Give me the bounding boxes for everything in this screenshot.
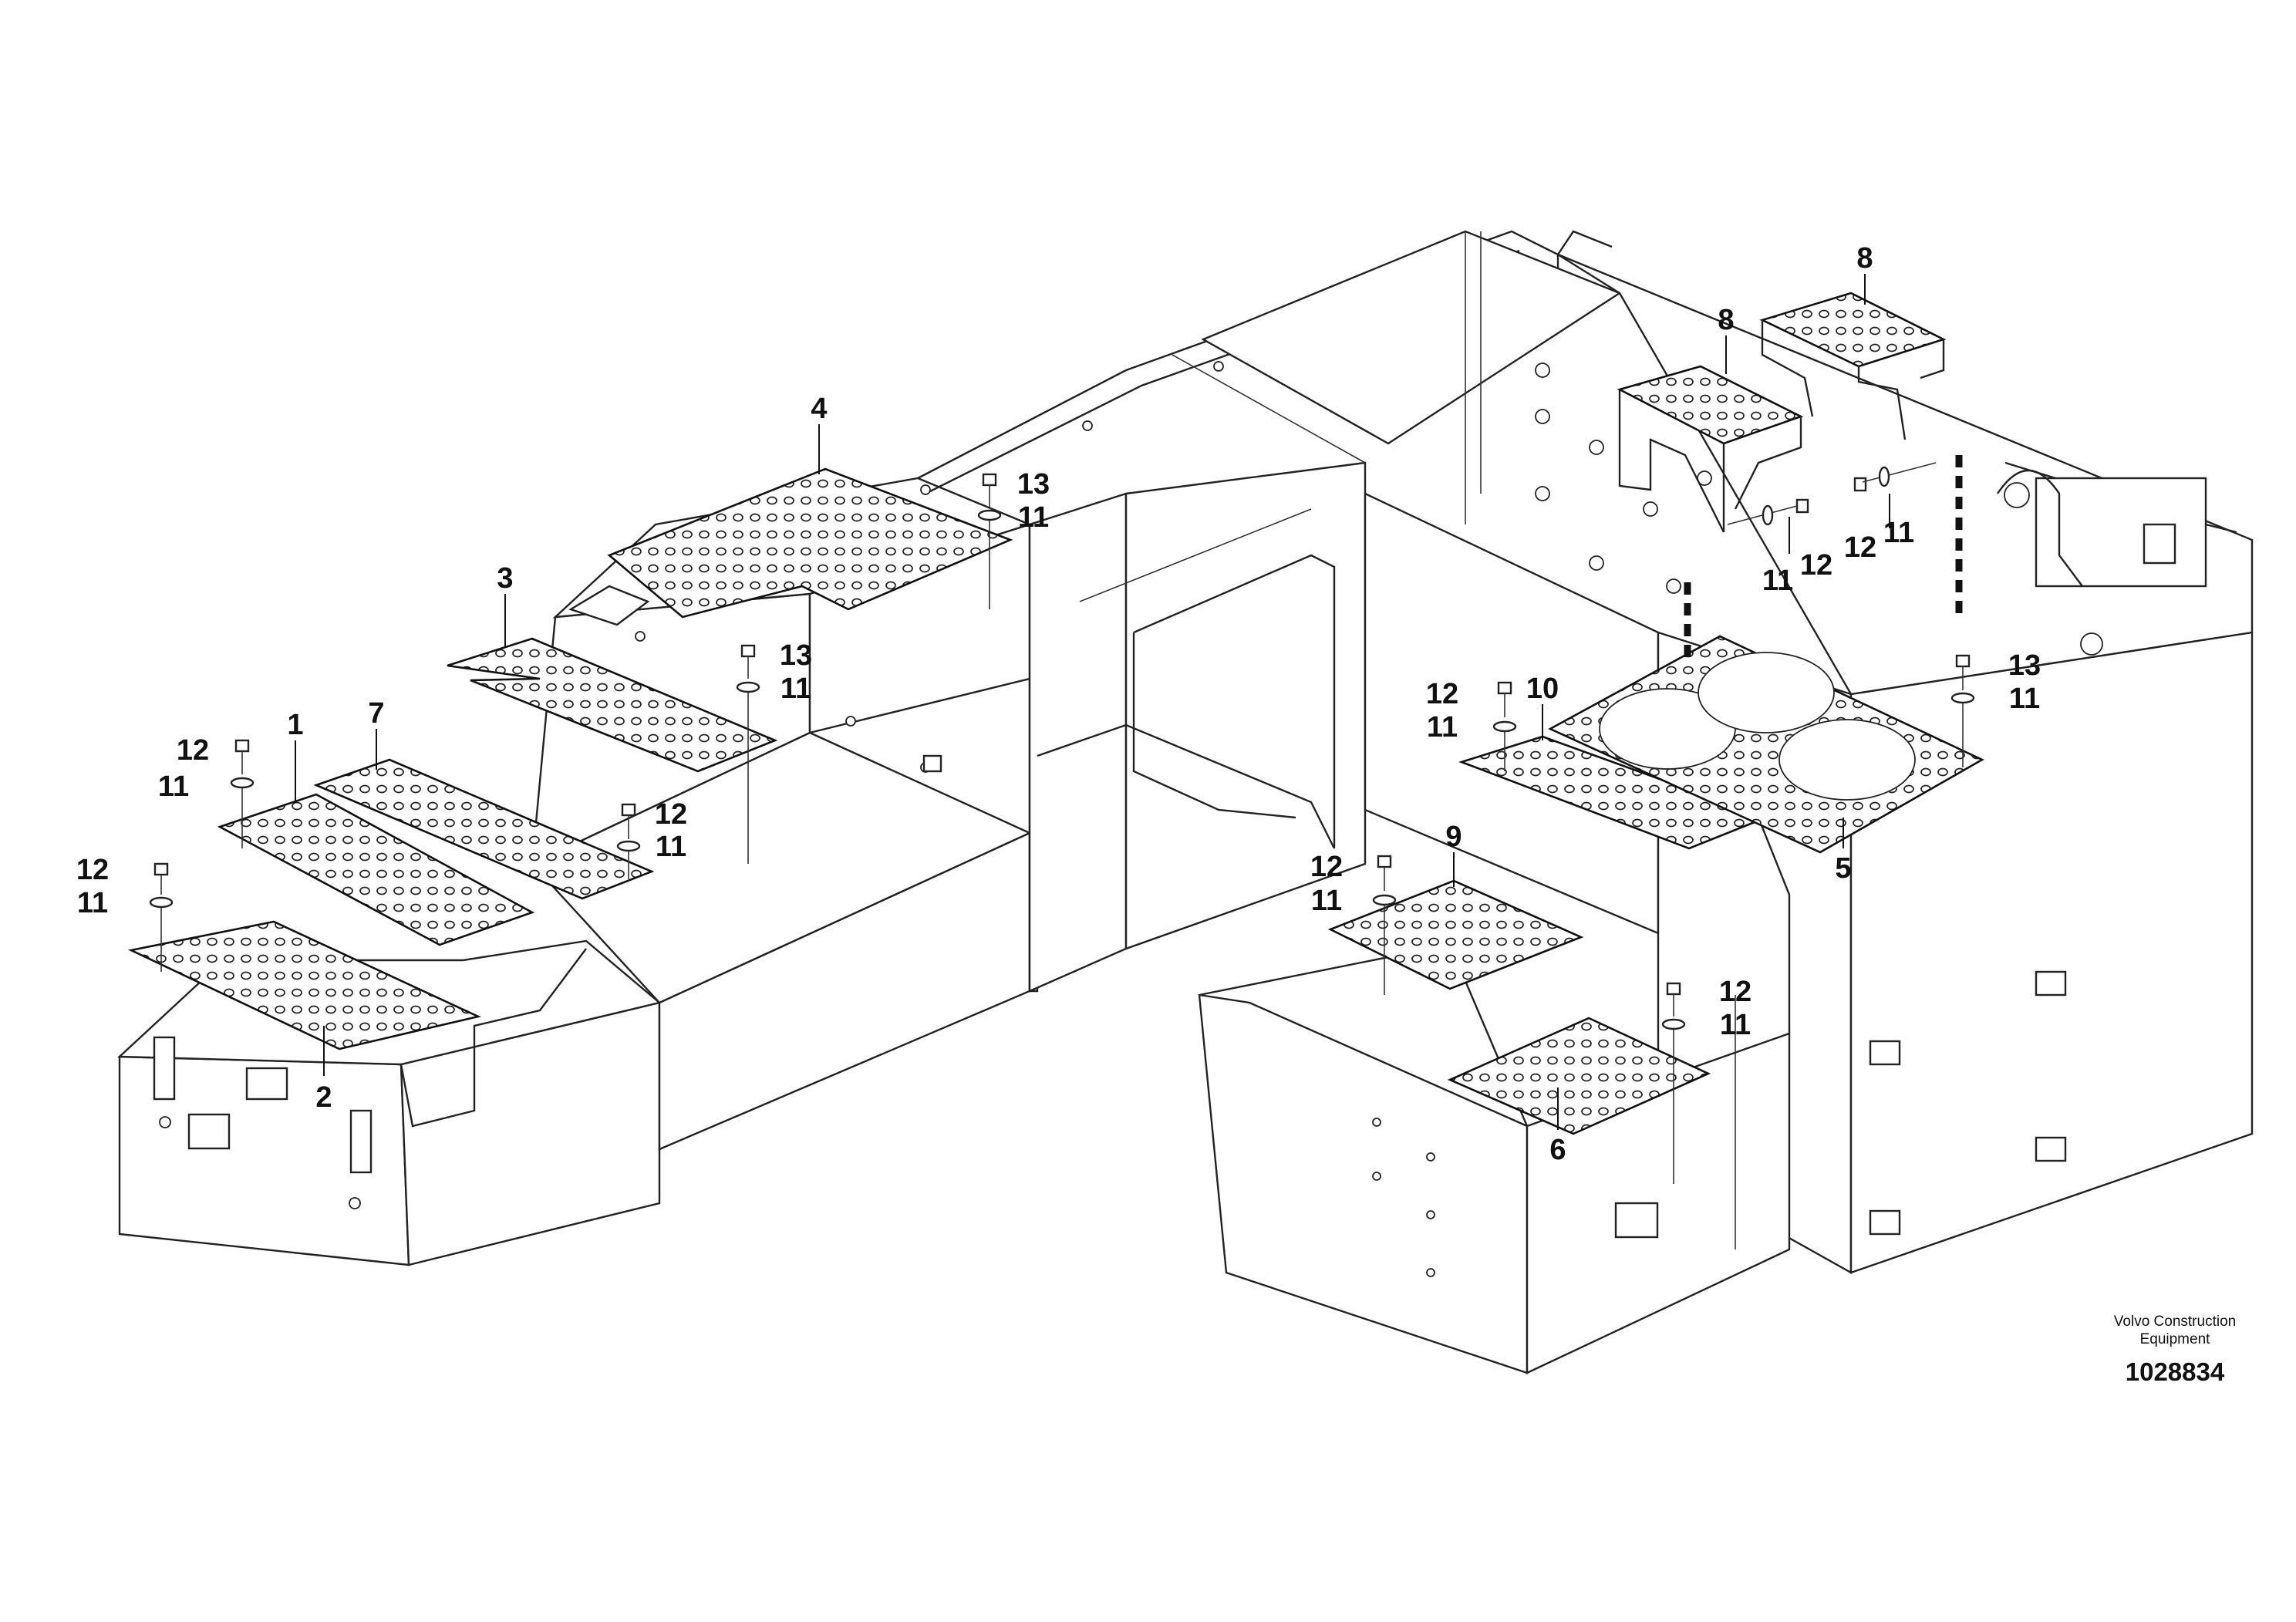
callout-9: 9 <box>1445 821 1462 853</box>
cover-plate-6[interactable] <box>1447 1017 1711 1135</box>
bolt-icon <box>736 644 760 864</box>
callout-1: 1 <box>287 709 303 741</box>
callout-10: 10 <box>1526 673 1559 705</box>
step-plate-2[interactable] <box>127 920 481 1050</box>
callout-11: 11 <box>781 673 811 705</box>
bolt-icon <box>1950 654 1975 767</box>
callout-11: 11 <box>1883 517 1914 549</box>
callout-3: 3 <box>497 562 513 595</box>
bolt-icon <box>977 473 1002 609</box>
callout-13: 13 <box>780 639 812 672</box>
callout-11: 11 <box>77 887 108 919</box>
callout-12: 12 <box>1310 851 1343 883</box>
bolt-icon <box>149 862 174 972</box>
company-name: Volvo Construction Equipment <box>2082 1313 2267 1348</box>
bolt-icon <box>1727 498 1809 526</box>
cover-plate-5[interactable] <box>1548 635 1984 854</box>
callout-11: 11 <box>1018 501 1049 534</box>
callout-11: 11 <box>1311 885 1342 917</box>
callout-8-left: 8 <box>1718 304 1734 336</box>
center-frame <box>1028 230 1622 993</box>
callout-5: 5 <box>1835 852 1851 885</box>
bolt-icon <box>1853 462 1937 492</box>
callout-4: 4 <box>811 393 827 425</box>
callout-7: 7 <box>368 697 384 730</box>
callout-6: 6 <box>1549 1134 1566 1166</box>
callout-12: 12 <box>1800 549 1832 582</box>
callout-12: 12 <box>1719 976 1752 1008</box>
step-plate-7[interactable] <box>313 758 655 900</box>
perforated-plates <box>127 292 1984 1135</box>
callout-11: 11 <box>2009 683 2040 715</box>
latch-icon <box>153 1036 176 1101</box>
callout-11: 11 <box>158 771 189 803</box>
callout-13: 13 <box>2008 649 2041 682</box>
callout-11: 11 <box>1762 565 1793 597</box>
deck-plate-4[interactable] <box>607 467 1013 619</box>
callout-12: 12 <box>177 734 209 767</box>
callout-12: 12 <box>655 798 687 831</box>
callout-12: 12 <box>1426 678 1458 710</box>
callout-labels: 1 2 3 4 5 6 7 8 8 9 10 12 11 12 11 12 11… <box>76 242 2041 1166</box>
access-plate-icon <box>187 1113 231 1150</box>
latch-icon <box>349 1109 373 1174</box>
leader-lines <box>295 274 1890 1130</box>
callout-2: 2 <box>315 1081 332 1114</box>
drawing-number: 1028834 <box>2125 1357 2225 1386</box>
cover-plate-9[interactable] <box>1327 879 1584 990</box>
callout-12: 12 <box>1844 531 1876 564</box>
callout-13: 13 <box>1017 468 1050 501</box>
bolt-icon <box>1492 681 1517 771</box>
access-plate-icon <box>245 1067 288 1101</box>
fasteners <box>149 462 1975 1184</box>
bracket-plate-8-left[interactable] <box>1617 365 1804 533</box>
company-name-line-2: Equipment <box>2139 1331 2210 1347</box>
callout-11: 11 <box>656 831 686 863</box>
bolt-icon <box>1661 982 1686 1184</box>
callout-12: 12 <box>76 854 109 886</box>
callout-11: 11 <box>1427 711 1458 744</box>
company-name-line-1: Volvo Construction <box>2113 1313 2237 1330</box>
bracket-plate-8-right[interactable] <box>1759 292 1947 440</box>
callout-8-right: 8 <box>1856 242 1873 275</box>
callout-11: 11 <box>1720 1009 1751 1041</box>
bolt-icon <box>1372 855 1397 995</box>
step-plate-3[interactable] <box>447 637 778 773</box>
step-plate-1[interactable] <box>217 793 535 946</box>
bolt-icon <box>230 739 255 848</box>
bolt-icon <box>616 803 641 879</box>
